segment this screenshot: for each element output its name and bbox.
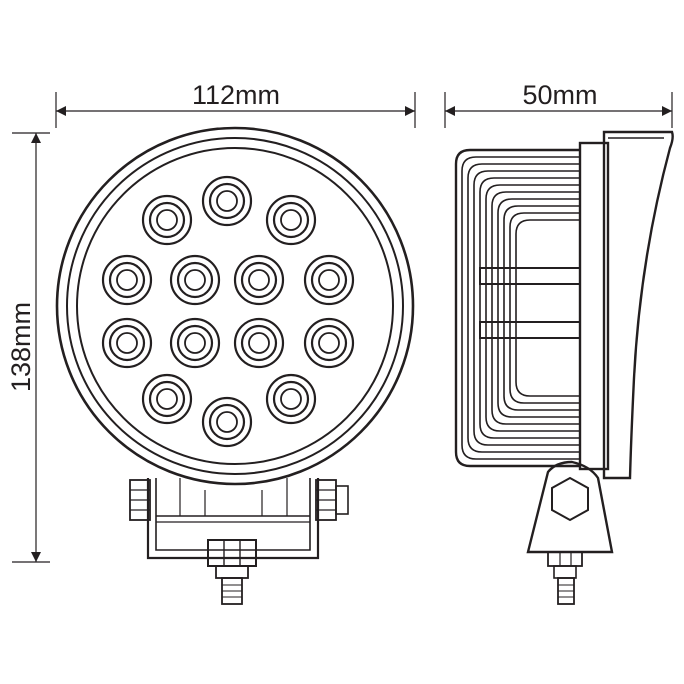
cooling-fin — [485, 184, 580, 432]
hex-nut-icon — [551, 476, 589, 522]
side-lens-cover — [602, 130, 674, 480]
height-label: 138mm — [6, 302, 36, 392]
led-lens — [233, 317, 285, 369]
width-label: 112mm — [192, 80, 280, 110]
fin-bar-upper — [479, 267, 581, 285]
side-bracket — [526, 460, 614, 605]
side-body-block — [578, 141, 610, 471]
led-lens — [169, 317, 221, 369]
led-lens — [233, 254, 285, 306]
cooling-fin — [497, 198, 580, 418]
cooling-fin — [467, 163, 580, 453]
width-dimension: 112mm — [55, 80, 416, 128]
cooling-fin — [473, 170, 580, 446]
housing-outer-ring — [55, 126, 415, 486]
led-lens — [201, 175, 253, 227]
height-dimension: 138mm — [6, 132, 50, 563]
depth-dimension: 50mm — [444, 80, 673, 128]
led-lens — [303, 317, 355, 369]
side-view — [454, 130, 674, 605]
led-lens — [169, 254, 221, 306]
heat-sink-fins — [454, 148, 580, 468]
lens-ring — [76, 147, 394, 465]
front-view — [55, 126, 415, 605]
cooling-fin — [461, 156, 580, 460]
led-lens — [201, 396, 253, 448]
cooling-fin — [454, 148, 580, 468]
cooling-fin — [509, 212, 580, 404]
front-bracket — [129, 478, 349, 560]
led-lens — [265, 373, 317, 425]
led-lens — [141, 373, 193, 425]
cooling-fin — [515, 219, 580, 397]
led-lens — [265, 194, 317, 246]
led-array — [101, 175, 355, 448]
cooling-fin — [491, 191, 580, 425]
led-lens — [141, 194, 193, 246]
fin-bar-lower — [479, 321, 581, 339]
housing-inner-ring — [66, 137, 404, 475]
led-lens — [101, 254, 153, 306]
depth-label: 50mm — [522, 80, 597, 110]
cooling-fin — [479, 177, 580, 439]
cooling-fin — [503, 205, 580, 411]
led-lens — [101, 317, 153, 369]
led-lens — [303, 254, 355, 306]
front-bolt — [207, 539, 257, 605]
